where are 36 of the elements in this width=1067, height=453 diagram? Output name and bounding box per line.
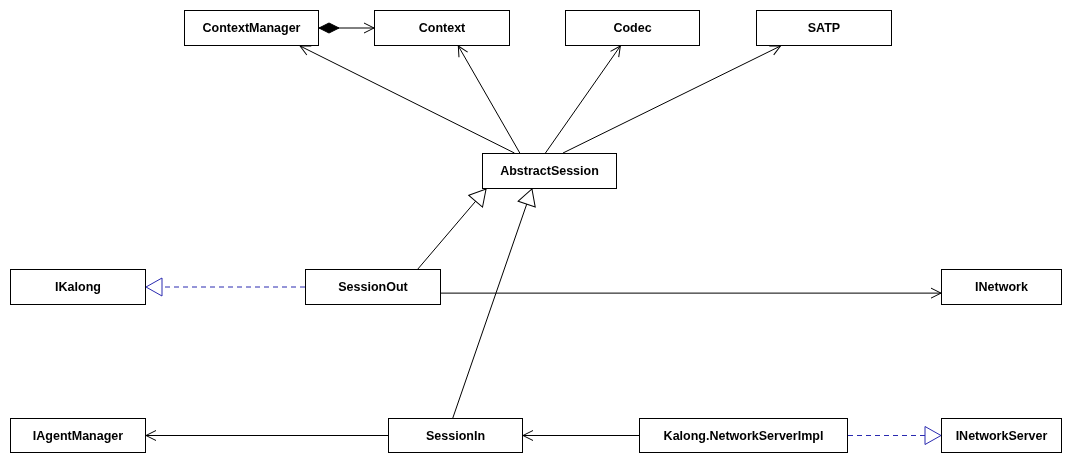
composition-arrow	[318, 22, 375, 34]
class-name: IKalong	[55, 280, 101, 294]
class-name: Context	[418, 21, 466, 35]
class-name: AbstractSession	[500, 164, 599, 178]
class-name: INetworkServer	[955, 428, 1048, 443]
class-box	[184, 10, 319, 46]
class-box	[374, 10, 510, 46]
class-name: Codec	[613, 21, 652, 35]
class-name: SessionOut	[338, 280, 408, 294]
generalization-arrow	[417, 188, 487, 270]
class-box	[756, 10, 892, 46]
class-box	[941, 418, 1062, 453]
association-arrow	[145, 430, 389, 441]
association-arrow	[522, 430, 640, 441]
generalization-arrow	[452, 188, 536, 419]
realization-arrow	[145, 277, 306, 297]
class-name: ContextManager	[202, 21, 301, 35]
class-name: Kalong.NetworkServerImpl	[663, 428, 824, 443]
class-name: INetwork	[975, 280, 1028, 294]
class-box	[639, 418, 848, 453]
class-box	[10, 418, 146, 453]
association-arrow	[562, 45, 781, 154]
class-name: SessionIn	[425, 428, 485, 443]
class-box	[482, 153, 617, 189]
class-name: SATP	[807, 21, 841, 35]
association-arrow	[440, 287, 942, 299]
class-box	[10, 269, 146, 305]
class-box	[305, 269, 441, 305]
class-name: IAgentManager	[32, 428, 124, 443]
realization-arrow	[847, 426, 942, 445]
class-box	[941, 269, 1062, 305]
association-arrow	[544, 45, 621, 154]
association-arrow	[299, 45, 515, 154]
class-box	[565, 10, 700, 46]
association-arrow	[457, 45, 521, 154]
class-box	[388, 418, 523, 453]
